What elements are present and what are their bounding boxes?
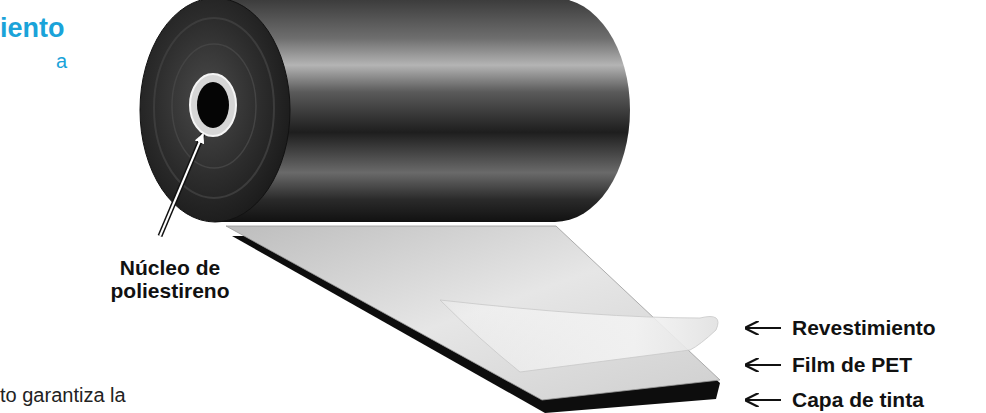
part-label: Revestimiento (792, 316, 936, 339)
section-heading: iento (0, 14, 65, 44)
liner-layer (440, 300, 718, 372)
leader-arrow (160, 134, 203, 236)
body-text-fragment: to garantiza la (0, 384, 126, 406)
part-label: Capa de tinta (792, 388, 924, 411)
part-label: Film de PET (792, 353, 912, 376)
subheading-fragment: a (56, 50, 67, 72)
part-label: Núcleo de poliestireno (100, 256, 240, 302)
leader-arrow (746, 327, 781, 329)
core-ring (190, 74, 236, 136)
leader-arrow (746, 364, 781, 366)
leader-arrow (160, 134, 203, 236)
roll-face (140, 0, 290, 222)
pet-film (226, 226, 720, 400)
core-hole (197, 82, 229, 128)
roll-ring (172, 44, 256, 168)
leader-arrow (746, 399, 781, 401)
roll-ring (154, 18, 274, 198)
